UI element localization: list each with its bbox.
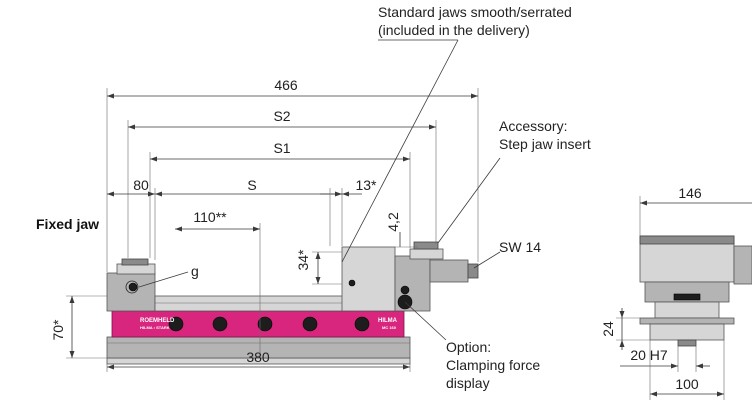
moving-jaw-block (341, 246, 396, 312)
fixed-jaw-insert (116, 263, 156, 275)
side-handle (733, 245, 752, 285)
bolt-4 (302, 316, 318, 332)
step-jaw-top (413, 241, 439, 250)
dim-466: 466 (274, 77, 298, 93)
sw14-hex (467, 263, 479, 279)
label-accessory-1: Accessory: (499, 118, 567, 134)
fixed-jaw-top (121, 258, 149, 266)
fixed-jaw-block (106, 272, 156, 312)
bolt-2 (212, 316, 228, 332)
dim-100: 100 (675, 376, 699, 392)
dim-380: 380 (246, 349, 270, 365)
step-jaw-insert (409, 248, 444, 260)
label-accessory-2: Step jaw insert (499, 136, 591, 152)
label-standard-jaws-2: (included in the delivery) (378, 22, 530, 38)
leader-lines (341, 39, 501, 341)
g-marker (125, 280, 139, 294)
label-option-1: Option: (446, 339, 491, 355)
bolt-1 (168, 316, 184, 332)
side-dimensions: 146 24 20 H7 100 (600, 185, 752, 400)
bolt-5 (354, 316, 370, 332)
dim-4-2: 4,2 (385, 212, 401, 232)
force-display-knob (400, 285, 410, 295)
side-base (649, 323, 725, 341)
dim-110: 110** (193, 209, 227, 225)
dim-s2: S2 (273, 108, 290, 124)
dim-s1: S1 (273, 140, 290, 156)
dim-s: S (247, 177, 256, 193)
side-slot (673, 293, 701, 301)
guideway (154, 295, 346, 312)
label-standard-jaws-1: Standard jaws smooth/serrated (378, 4, 572, 20)
dim-70: 70* (50, 319, 66, 341)
dim-g: g (191, 263, 199, 279)
side-mid (654, 301, 720, 319)
vise-front-view: ROEMHELD HILMA • STARK HILMA MC 160 (106, 241, 479, 365)
brand-right: HILMA (378, 318, 398, 324)
jaw-screw-left (128, 282, 138, 292)
dim-24: 24 (600, 321, 616, 337)
dim-146: 146 (678, 185, 702, 201)
dim-20h7: 20 H7 (630, 347, 668, 363)
spindle-housing (429, 259, 469, 283)
brand-right-sub: MC 160 (382, 325, 397, 330)
label-option-3: display (446, 375, 490, 391)
vise-side-view (639, 235, 752, 347)
label-option-2: Clamping force (446, 357, 540, 373)
brand-left-sub: HILMA • STARK (140, 325, 170, 330)
bolt-3 (257, 316, 273, 332)
side-flange (639, 317, 735, 325)
jaw-screw-right (348, 279, 356, 287)
brand-left: ROEMHELD (140, 318, 175, 324)
side-key (677, 339, 697, 347)
side-top-jaw (639, 235, 735, 245)
front-dimensions: 466 S2 S1 80 S 13* (50, 77, 479, 372)
dim-34: 34* (295, 249, 311, 271)
dim-13: 13* (355, 177, 377, 193)
label-sw14: SW 14 (499, 239, 541, 255)
dim-80: 80 (133, 177, 149, 193)
label-fixed-jaw: Fixed jaw (36, 216, 99, 232)
